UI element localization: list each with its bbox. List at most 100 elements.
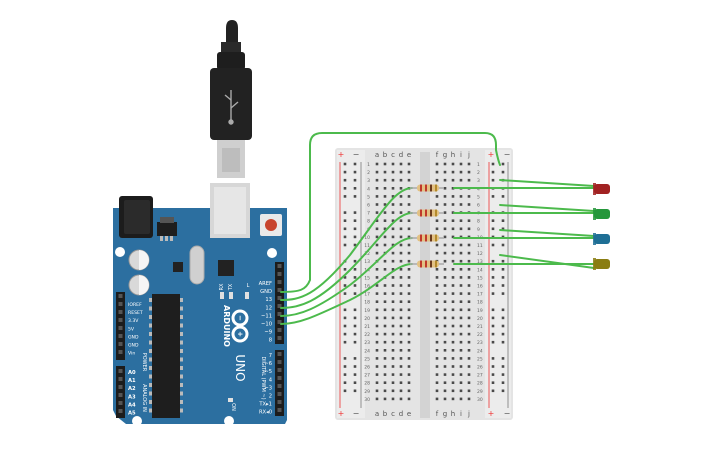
- breadboard-hole[interactable]: [383, 162, 387, 166]
- breadboard-hole[interactable]: [375, 389, 379, 393]
- breadboard-hole[interactable]: [443, 187, 447, 190]
- breadboard-hole[interactable]: [467, 251, 471, 255]
- breadboard-hole[interactable]: [467, 389, 471, 393]
- breadboard-hole[interactable]: [407, 308, 411, 312]
- breadboard-hole[interactable]: [451, 211, 455, 214]
- breadboard-hole[interactable]: [451, 235, 455, 239]
- breadboard-hole[interactable]: [443, 219, 447, 222]
- rail-hole[interactable]: [343, 284, 347, 287]
- rail-hole[interactable]: [491, 268, 495, 271]
- breadboard-hole[interactable]: [459, 170, 463, 174]
- header-pin[interactable]: [118, 377, 123, 381]
- breadboard-hole[interactable]: [459, 365, 463, 368]
- wires[interactable]: [280, 132, 597, 325]
- breadboard-hole[interactable]: [467, 259, 471, 263]
- breadboard-hole[interactable]: [375, 300, 379, 303]
- breadboard-hole[interactable]: [451, 187, 455, 190]
- rail-hole[interactable]: [501, 268, 505, 271]
- rail-hole[interactable]: [491, 316, 495, 320]
- rail-hole[interactable]: [501, 227, 505, 231]
- breadboard-hole[interactable]: [459, 276, 463, 279]
- rail-hole[interactable]: [343, 219, 347, 222]
- breadboard-hole[interactable]: [451, 316, 455, 320]
- breadboard-hole[interactable]: [443, 195, 447, 198]
- breadboard-hole[interactable]: [443, 227, 447, 231]
- breadboard-hole[interactable]: [443, 316, 447, 320]
- breadboard-hole[interactable]: [467, 332, 471, 336]
- breadboard-hole[interactable]: [375, 235, 379, 239]
- breadboard-hole[interactable]: [443, 357, 447, 360]
- breadboard-hole[interactable]: [383, 397, 387, 401]
- breadboard-hole[interactable]: [375, 227, 379, 231]
- breadboard-hole[interactable]: [451, 300, 455, 303]
- header-pin[interactable]: [277, 264, 282, 268]
- breadboard-hole[interactable]: [451, 340, 455, 344]
- breadboard-hole[interactable]: [451, 365, 455, 368]
- breadboard-hole[interactable]: [443, 203, 447, 206]
- breadboard-hole[interactable]: [435, 276, 439, 279]
- breadboard-hole[interactable]: [407, 195, 411, 198]
- breadboard-hole[interactable]: [459, 251, 463, 255]
- breadboard-hole[interactable]: [407, 324, 411, 328]
- breadboard-hole[interactable]: [391, 397, 395, 401]
- breadboard-hole[interactable]: [443, 235, 447, 239]
- breadboard-hole[interactable]: [443, 340, 447, 344]
- rail-hole[interactable]: [491, 170, 495, 174]
- breadboard-hole[interactable]: [467, 268, 471, 271]
- header-pin[interactable]: [277, 304, 282, 308]
- resistors[interactable]: [410, 184, 444, 268]
- breadboard-hole[interactable]: [375, 243, 379, 247]
- rail-hole[interactable]: [491, 292, 495, 295]
- breadboard-hole[interactable]: [391, 284, 395, 287]
- breadboard-hole[interactable]: [383, 357, 387, 360]
- breadboard-hole[interactable]: [375, 324, 379, 328]
- rail-hole[interactable]: [501, 195, 505, 198]
- breadboard-hole[interactable]: [391, 268, 395, 271]
- rail-hole[interactable]: [353, 211, 357, 214]
- rail-hole[interactable]: [501, 373, 505, 376]
- breadboard-hole[interactable]: [399, 251, 403, 255]
- breadboard-hole[interactable]: [407, 284, 411, 287]
- rail-hole[interactable]: [353, 259, 357, 263]
- breadboard-hole[interactable]: [407, 178, 411, 182]
- breadboard-hole[interactable]: [391, 324, 395, 328]
- rail-hole[interactable]: [353, 268, 357, 271]
- breadboard-hole[interactable]: [459, 300, 463, 303]
- breadboard-hole[interactable]: [407, 340, 411, 344]
- breadboard-hole[interactable]: [451, 332, 455, 336]
- breadboard-hole[interactable]: [459, 284, 463, 287]
- breadboard-hole[interactable]: [383, 203, 387, 206]
- breadboard-hole[interactable]: [443, 397, 447, 401]
- breadboard-hole[interactable]: [375, 373, 379, 376]
- breadboard-hole[interactable]: [391, 259, 395, 263]
- breadboard-hole[interactable]: [443, 259, 447, 263]
- breadboard-hole[interactable]: [399, 162, 403, 166]
- breadboard-hole[interactable]: [391, 178, 395, 182]
- breadboard-hole[interactable]: [435, 227, 439, 231]
- header-pin[interactable]: [118, 401, 123, 405]
- breadboard-hole[interactable]: [399, 195, 403, 198]
- rail-hole[interactable]: [491, 195, 495, 198]
- rail-hole[interactable]: [343, 308, 347, 312]
- power-jack[interactable]: [119, 196, 153, 238]
- header-pin[interactable]: [118, 294, 123, 298]
- breadboard-hole[interactable]: [407, 162, 411, 166]
- breadboard-hole[interactable]: [399, 259, 403, 263]
- breadboard-hole[interactable]: [435, 292, 439, 295]
- header-pin[interactable]: [277, 296, 282, 300]
- breadboard-hole[interactable]: [435, 332, 439, 336]
- breadboard-hole[interactable]: [407, 170, 411, 174]
- breadboard-hole[interactable]: [375, 162, 379, 166]
- breadboard-hole[interactable]: [443, 373, 447, 376]
- rail-hole[interactable]: [491, 162, 495, 166]
- breadboard-hole[interactable]: [407, 259, 411, 263]
- breadboard-hole[interactable]: [399, 276, 403, 279]
- breadboard-hole[interactable]: [407, 268, 411, 271]
- breadboard-hole[interactable]: [407, 227, 411, 231]
- rail-hole[interactable]: [501, 235, 505, 239]
- rail-hole[interactable]: [353, 219, 357, 222]
- breadboard-hole[interactable]: [467, 324, 471, 328]
- breadboard-hole[interactable]: [383, 389, 387, 393]
- rail-hole[interactable]: [353, 365, 357, 368]
- rail-hole[interactable]: [343, 211, 347, 214]
